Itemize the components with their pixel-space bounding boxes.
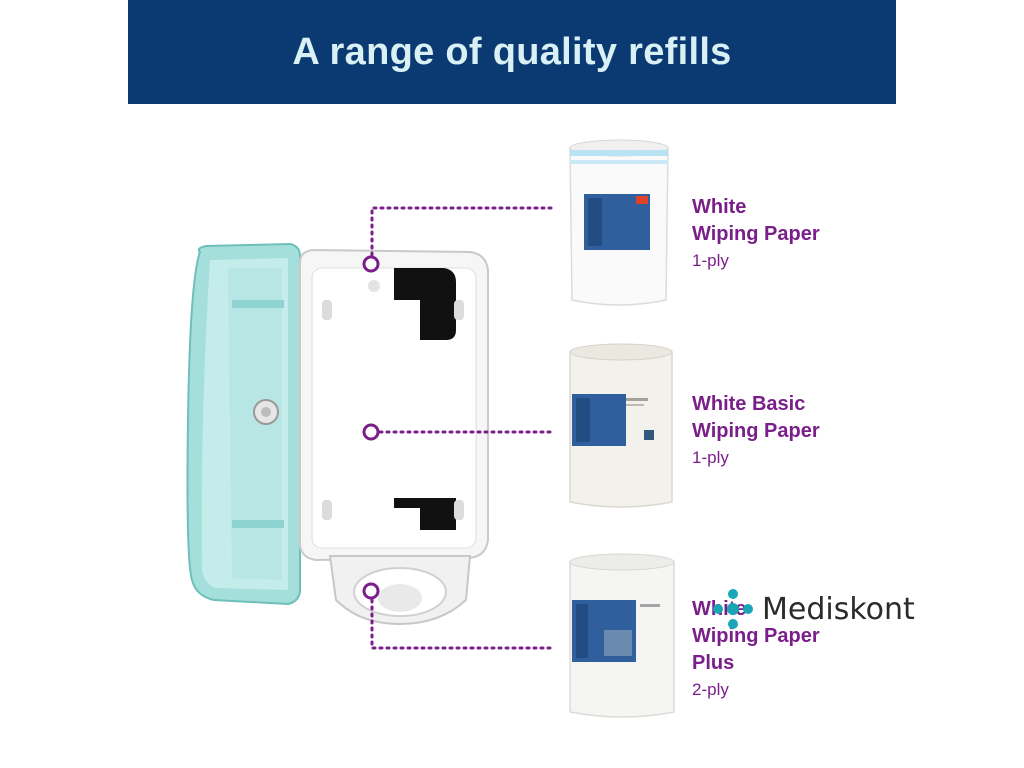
connector-marker-2	[362, 423, 380, 441]
watermark-text: Mediskont	[762, 591, 915, 627]
watermark-logo: Mediskont	[712, 588, 915, 630]
medical-cross-icon	[713, 589, 753, 629]
product-ply: 2-ply	[692, 680, 729, 699]
product-ply: 1-ply	[692, 448, 729, 467]
product-ply: 1-ply	[692, 251, 729, 270]
connector-marker-3	[362, 582, 380, 600]
header-banner: A range of quality refills	[128, 0, 896, 104]
product-label-1: White Wiping Paper 1-ply	[692, 194, 820, 274]
connector-marker-1	[362, 255, 380, 273]
dispenser-image	[186, 242, 489, 626]
product-label-2: White Basic Wiping Paper 1-ply	[692, 391, 820, 471]
paper-roll-1	[569, 139, 669, 306]
connector-lines	[370, 206, 554, 650]
product-name: White Basic Wiping Paper	[692, 393, 820, 442]
page-title: A range of quality refills	[292, 30, 732, 73]
connector-markers	[362, 255, 380, 600]
paper-roll-2	[569, 343, 673, 508]
product-name: White Wiping Paper	[692, 196, 820, 245]
paper-roll-3	[569, 553, 675, 718]
